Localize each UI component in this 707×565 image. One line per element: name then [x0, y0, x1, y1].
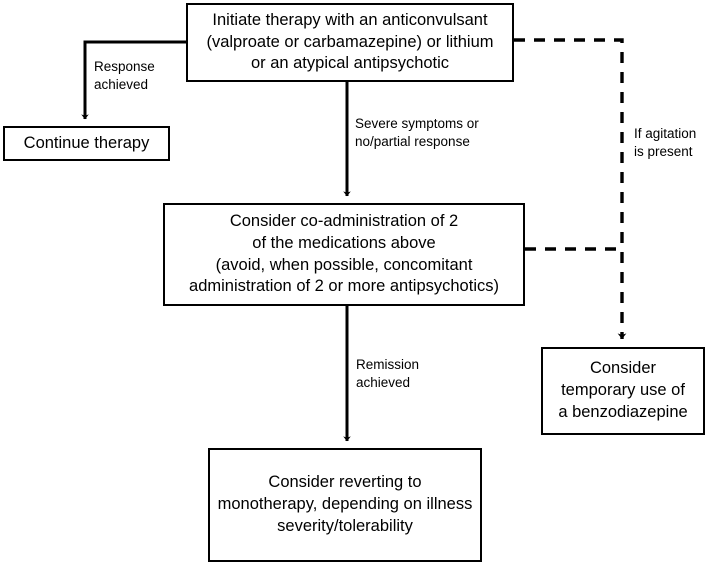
- node-consider-coadministration[interactable]: Consider co-administration of 2 of the m…: [163, 203, 525, 306]
- edge-label-severe-symptoms: Severe symptoms or no/partial response: [355, 116, 479, 150]
- edge-label-remission-achieved: Remission achieved: [356, 357, 420, 391]
- edge-initiate-to-benzo: [514, 38, 627, 340]
- node-consider-coadministration-text: Consider co-administration of 2 of the m…: [189, 211, 499, 296]
- node-initiate-therapy[interactable]: Initiate therapy with an anticonvulsant …: [186, 3, 514, 82]
- node-consider-benzodiazepine[interactable]: Consider temporary use of a benzodiazepi…: [541, 347, 705, 435]
- edge-label-response-achieved: Response achieved: [94, 59, 155, 93]
- node-consider-reverting-monotherapy-text: Consider reverting to monotherapy, depen…: [217, 473, 473, 535]
- node-consider-reverting-monotherapy[interactable]: Consider reverting to monotherapy, depen…: [208, 448, 482, 562]
- node-initiate-therapy-text: Initiate therapy with an anticonvulsant …: [206, 10, 494, 73]
- edge-label-if-agitation-present: If agitation is present: [634, 126, 697, 160]
- node-continue-therapy-text: Continue therapy: [23, 133, 150, 152]
- edge-initiate-to-continue: [81, 40, 186, 120]
- node-continue-therapy[interactable]: Continue therapy: [3, 126, 170, 161]
- node-consider-benzodiazepine-text: Consider temporary use of a benzodiazepi…: [558, 359, 688, 421]
